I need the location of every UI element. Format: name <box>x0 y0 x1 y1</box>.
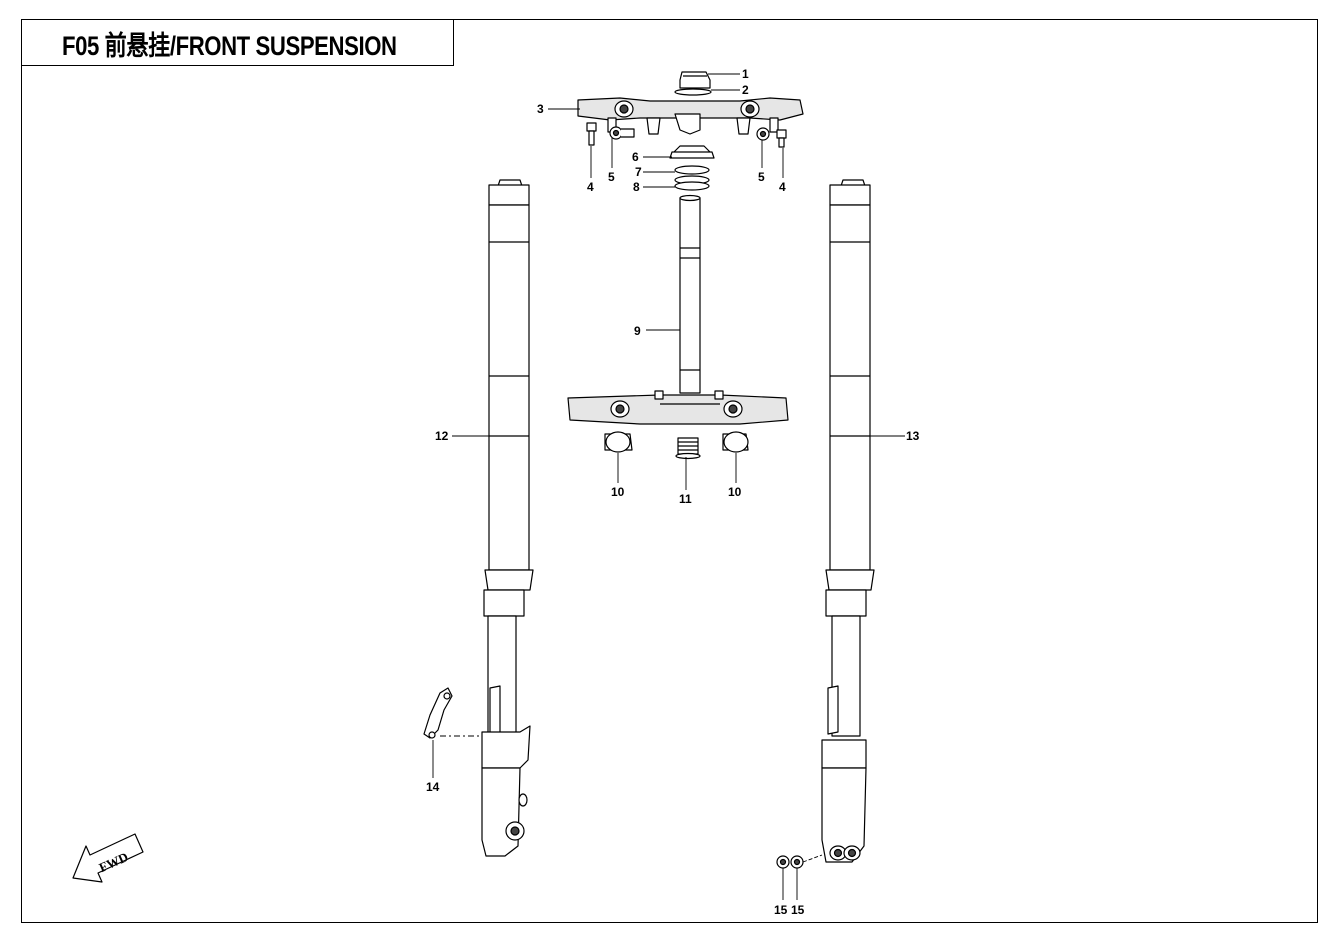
top-washer <box>674 88 712 96</box>
callout-6: 6 <box>632 150 639 164</box>
axle-clamp-bolts <box>776 855 804 869</box>
brake-hose-bracket <box>423 687 453 739</box>
callout-5-left: 5 <box>608 170 615 184</box>
fork-right <box>821 179 875 863</box>
callout-2: 2 <box>742 83 749 97</box>
callout-9: 9 <box>634 324 641 338</box>
lower-triple-clamp <box>567 390 789 425</box>
drawing-frame <box>21 19 1318 923</box>
callout-4-right: 4 <box>779 180 786 194</box>
callout-12: 12 <box>435 429 449 443</box>
callout-13: 13 <box>906 429 920 443</box>
leader-lines <box>432 73 905 900</box>
callout-14: 14 <box>426 780 440 794</box>
callout-4-left: 4 <box>587 180 594 194</box>
bushing-left <box>609 126 635 140</box>
bushing-right <box>756 127 770 141</box>
page-title: F05 前悬挂/FRONT SUSPENSION <box>62 31 397 61</box>
steering-stem <box>679 194 701 394</box>
callout-5-right: 5 <box>758 170 765 184</box>
callout-15-right: 15 <box>791 903 805 917</box>
callout-7: 7 <box>635 165 642 179</box>
bearing-cover <box>669 145 715 159</box>
callout-3: 3 <box>537 102 544 116</box>
callout-15-left: 15 <box>774 903 788 917</box>
lower-nut-right <box>722 431 749 453</box>
bearing <box>674 175 710 191</box>
upper-triple-clamp <box>577 97 804 135</box>
callout-10-left: 10 <box>611 485 625 499</box>
fwd-arrow-icon <box>72 833 144 883</box>
callout-8: 8 <box>633 180 640 194</box>
lower-bearing <box>675 437 701 460</box>
callout-1: 1 <box>742 67 749 81</box>
top-nut <box>679 71 711 89</box>
bearing-ring <box>674 165 710 175</box>
clamp-bolt-left <box>586 122 597 146</box>
title-box <box>21 19 454 66</box>
callout-11: 11 <box>679 492 692 506</box>
fork-left <box>481 179 534 857</box>
clamp-bolt-right <box>776 129 787 148</box>
callout-labels: 1 2 3 4 5 5 4 6 7 8 9 10 11 10 12 13 14 … <box>426 67 920 917</box>
callout-10-right: 10 <box>728 485 742 499</box>
lower-nut-left <box>604 431 633 453</box>
